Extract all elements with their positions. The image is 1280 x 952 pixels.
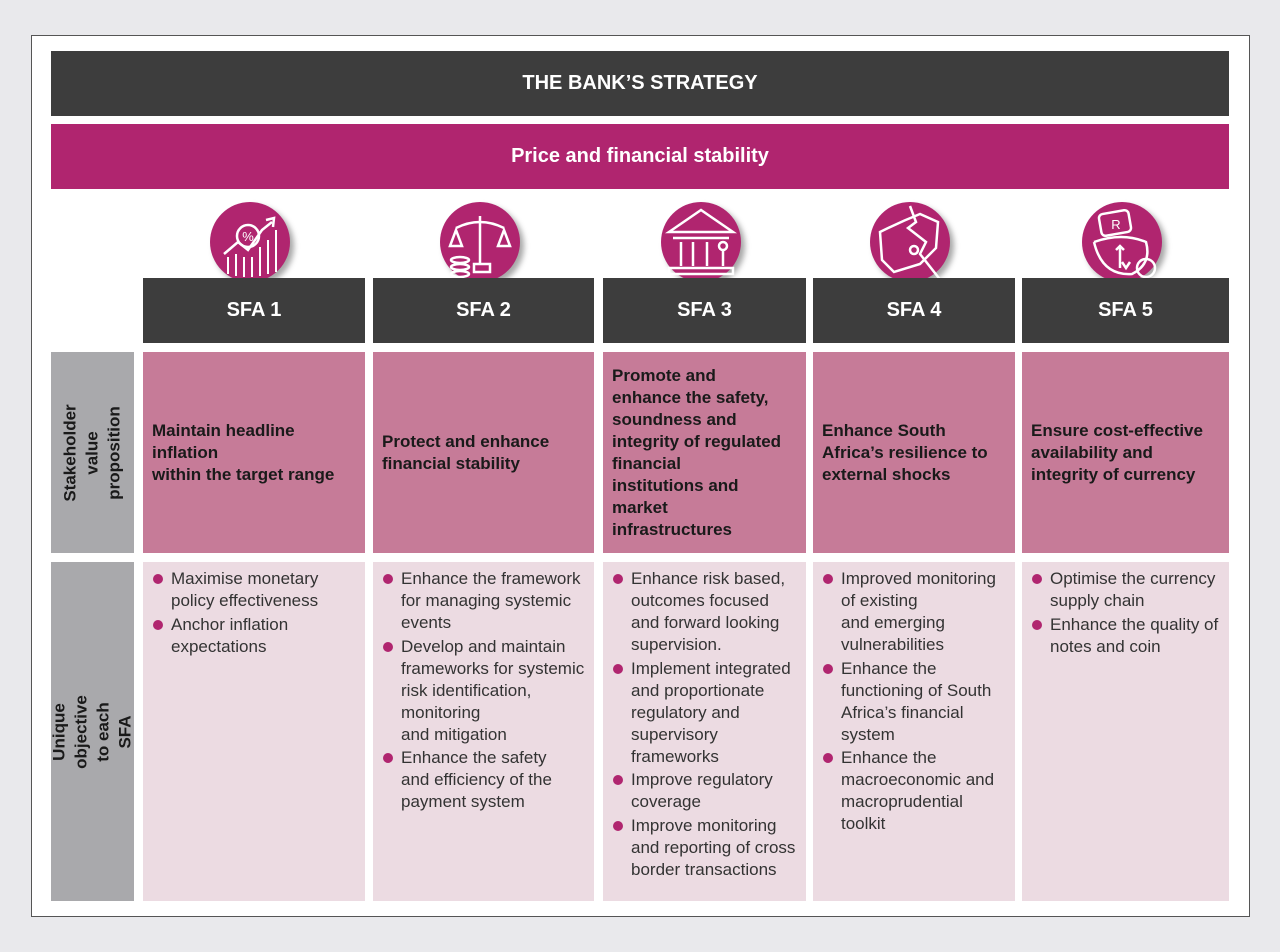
sfa-header: SFA 4 <box>813 278 1015 343</box>
objective-item: Anchor inflation expectations <box>151 614 359 658</box>
svg-text:R: R <box>1111 217 1120 232</box>
objective-item: Maximise monetary policy effectiveness <box>151 568 359 612</box>
row-label-proposition: Stakeholder value proposition <box>51 352 134 553</box>
objective-item: Enhance the quality of notes and coin <box>1030 614 1223 658</box>
svg-text:%: % <box>242 229 254 244</box>
sfa-proposition: Ensure cost-effective availability and i… <box>1022 352 1229 553</box>
objective-item: Enhance risk based, outcomes focused and… <box>611 568 800 656</box>
objective-item: Improve regulatory coverage <box>611 769 800 813</box>
sfa-header: SFA 2 <box>373 278 594 343</box>
objective-item: Optimise the currency supply chain <box>1030 568 1223 612</box>
sfa-objectives: Improved monitoring of existing and emer… <box>813 562 1015 901</box>
strategy-title: THE BANK’S STRATEGY <box>51 51 1229 116</box>
inflation-chart-icon: % <box>210 202 290 282</box>
objective-item: Improved monitoring of existing and emer… <box>821 568 1009 656</box>
sfa-objectives: Enhance risk based, outcomes focused and… <box>603 562 806 901</box>
sfa-proposition: Promote and enhance the safety, soundnes… <box>603 352 806 553</box>
currency-rand-icon: R <box>1081 202 1162 282</box>
objective-list: Enhance the framework for managing syste… <box>381 568 588 813</box>
sfa-objectives: Enhance the framework for managing syste… <box>373 562 594 901</box>
objective-item: Improve monitoring and reporting of cros… <box>611 815 800 881</box>
objective-item: Enhance the safety and efficiency of the… <box>381 747 588 813</box>
sfa-header: SFA 5 <box>1022 278 1229 343</box>
row-label-objective: Unique objective to each SFA <box>49 562 135 901</box>
south-africa-map-icon <box>870 202 950 283</box>
objective-list: Enhance risk based, outcomes focused and… <box>611 568 800 881</box>
row-label-proposition-text: Stakeholder value proposition <box>60 403 124 502</box>
objective-item: Implement integrated and proportionate r… <box>611 658 800 768</box>
strategy-subtitle: Price and financial stability <box>51 124 1229 189</box>
sfa-proposition: Enhance South Africa’s resilience to ext… <box>813 352 1015 553</box>
sfa-header: SFA 3 <box>603 278 806 343</box>
sfa-proposition: Protect and enhance financial stability <box>373 352 594 553</box>
objective-item: Enhance the framework for managing syste… <box>381 568 588 634</box>
bank-building-icon <box>660 202 741 282</box>
sfa-proposition: Maintain headline inflation within the t… <box>143 352 365 553</box>
scales-coins-icon <box>439 202 520 282</box>
row-label-objective-text: Unique objective to each SFA <box>49 694 135 769</box>
objective-item: Develop and maintain frameworks for syst… <box>381 636 588 746</box>
objective-list: Improved monitoring of existing and emer… <box>821 568 1009 835</box>
objective-item: Enhance the macroeconomic and macroprude… <box>821 747 1009 835</box>
sfa-header: SFA 1 <box>143 278 365 343</box>
objective-item: Enhance the functioning of South Africa’… <box>821 658 1009 746</box>
